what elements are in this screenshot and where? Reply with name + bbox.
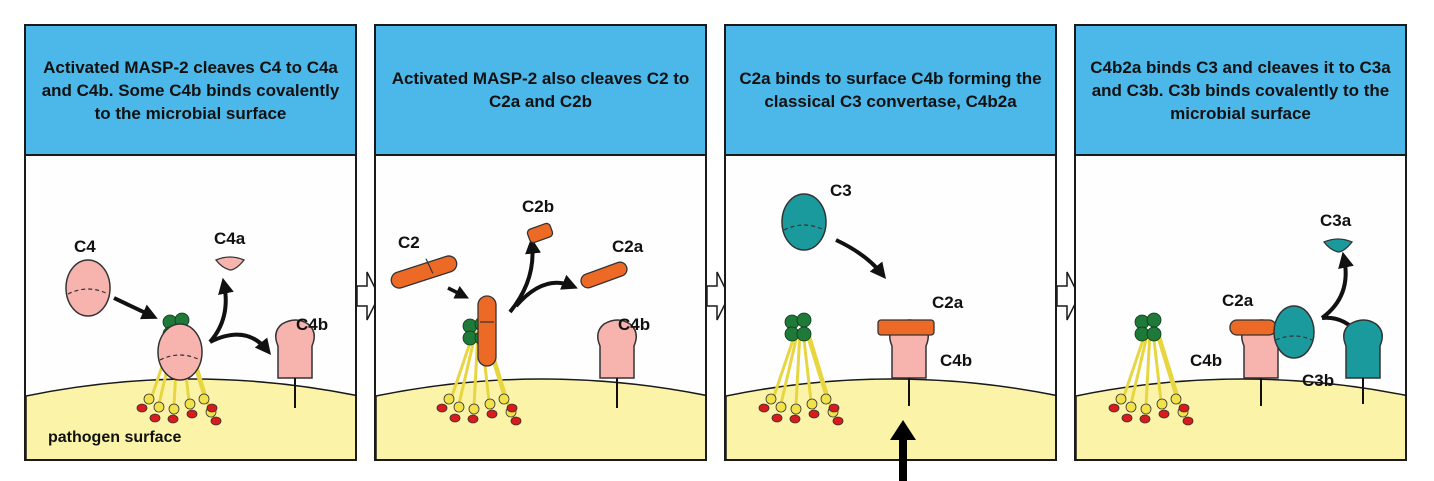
panel-4: C4b2a binds C3 and cleaves it to C3a and…	[1074, 24, 1407, 461]
c4-arrow	[113, 296, 158, 320]
panel-2-caption: Activated MASP-2 also cleaves C2 to C2a …	[391, 69, 690, 111]
c3-bound-molecule	[1273, 305, 1315, 359]
c2a-label: C2a	[612, 237, 644, 256]
panel-3-header: C2a binds to surface C4b forming the cla…	[726, 26, 1055, 156]
c4a-fragment	[214, 256, 246, 271]
mbl-masp-complex	[1108, 312, 1194, 426]
cleavage-arrow	[208, 277, 234, 344]
c2a-label: C2a	[932, 293, 964, 312]
panel-4-caption: C4b2a binds C3 and cleaves it to C3a and…	[1090, 57, 1391, 123]
pointer-arrow	[890, 420, 916, 481]
panel-3-caption: C2a binds to surface C4b forming the cla…	[739, 69, 1042, 111]
c4-bound-molecule	[157, 323, 203, 381]
next-step-arrow-1	[357, 271, 379, 321]
pathogen-surface	[376, 378, 705, 459]
mbl-masp-complex	[758, 312, 844, 426]
c4b-surface	[597, 319, 637, 379]
c4b-label: C4b	[296, 315, 328, 334]
c3a-label: C3a	[1320, 211, 1352, 230]
next-step-arrow-3	[1057, 271, 1079, 321]
pathogen-surface-label: pathogen surface	[48, 429, 181, 446]
c2a-bound	[1229, 319, 1277, 336]
panel-1: Activated MASP-2 cleaves C4 to C4a and C…	[24, 24, 357, 461]
c4b-label: C4b	[940, 351, 972, 370]
cleavage-arrow	[508, 237, 542, 314]
c3b-surface	[1343, 319, 1383, 379]
panel-1-caption: Activated MASP-2 cleaves C4 to C4a and C…	[41, 57, 340, 123]
c4a-label: C4a	[214, 229, 246, 248]
c2b-fragment	[526, 222, 554, 244]
c3a-fragment	[1322, 238, 1354, 253]
c2a-fragment	[580, 261, 628, 289]
panel-1-header: Activated MASP-2 cleaves C4 to C4a and C…	[26, 26, 355, 156]
next-step-arrow-2	[707, 271, 729, 321]
c2-molecule	[390, 255, 458, 289]
c3-molecule	[781, 193, 827, 251]
c2a-bound	[877, 319, 935, 336]
c2b-label: C2b	[522, 197, 554, 216]
c4b-label: C4b	[1190, 351, 1222, 370]
pathogen-surface	[26, 378, 355, 459]
c2-label: C2	[398, 233, 420, 252]
panel-4-header: C4b2a binds C3 and cleaves it to C3a and…	[1076, 26, 1405, 156]
c3-arrow	[835, 238, 886, 279]
c2a-label: C2a	[1222, 291, 1254, 310]
c4-label: C4	[74, 237, 96, 256]
c3-label: C3	[830, 181, 852, 200]
panel-2-illustration: C2 C2b C2a C4b	[376, 197, 705, 459]
panel-2-header: Activated MASP-2 also cleaves C2 to C2a …	[376, 26, 705, 156]
cleavage-arrow	[1320, 251, 1354, 320]
panel-4-illustration: C2a C4b C3a C3b	[1076, 211, 1405, 459]
panel-2: Activated MASP-2 also cleaves C2 to C2a …	[374, 24, 707, 461]
c4b-label: C4b	[618, 315, 650, 334]
c3b-label: C3b	[1302, 371, 1334, 390]
panel-3-illustration: C3 C2a C4b	[726, 181, 1055, 459]
c4-molecule	[65, 259, 111, 317]
c4b-surface	[275, 319, 315, 379]
panel-1-illustration: pathogen surface	[26, 229, 355, 459]
panel-3: C2a binds to surface C4b forming the cla…	[724, 24, 1057, 461]
c2-arrow	[447, 285, 470, 299]
c2-bound-molecule	[477, 295, 497, 367]
